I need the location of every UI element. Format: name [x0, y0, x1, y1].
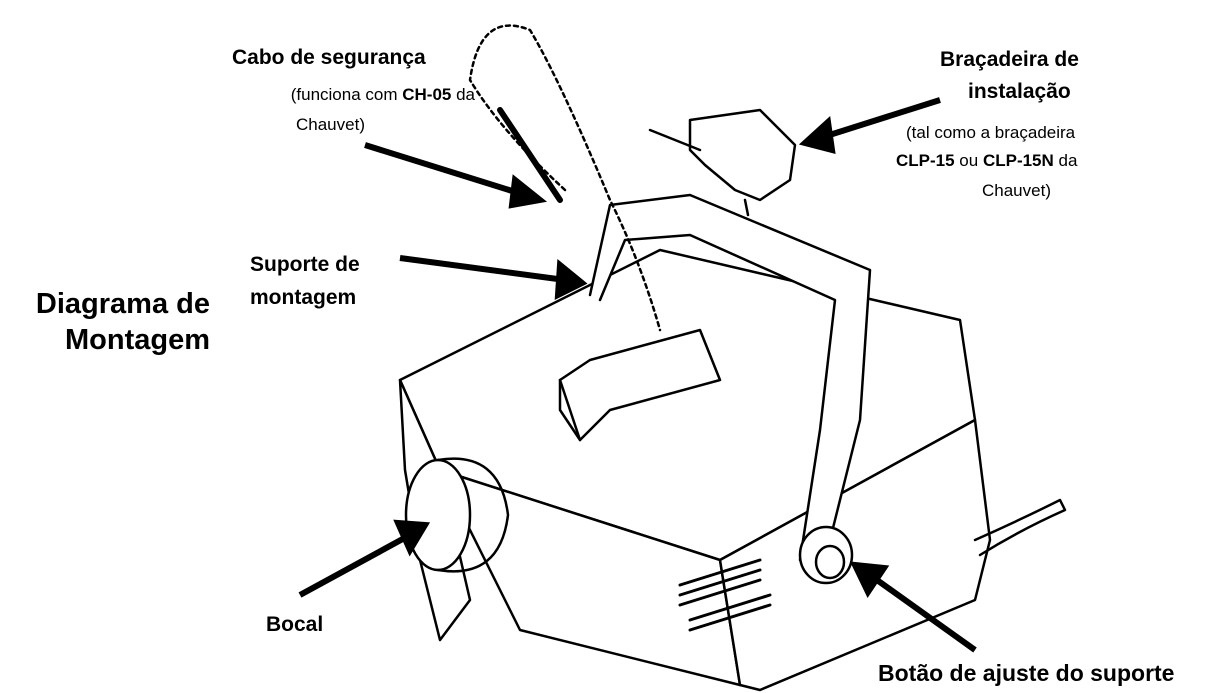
bracket-label-line1: Suporte de [250, 253, 360, 276]
nozzle-shape [404, 458, 472, 572]
clamp-note-line3: Chauvet) [982, 181, 1051, 200]
clamp-note-suffix: da [1053, 151, 1078, 170]
clamp-title-line2: instalação [968, 80, 1071, 103]
clamp-title-line1: Braçadeira de [940, 48, 1079, 71]
bracket-label-line2: montagem [250, 286, 357, 309]
knob-shape [798, 525, 854, 585]
arrow-bracket [399, 255, 566, 283]
safety-cable-note-prefix: (funciona com [290, 85, 403, 104]
safety-cable-note-line2: Chauvet) [296, 115, 365, 134]
knob-label: Botão de ajuste do suporte [878, 660, 1175, 686]
nozzle-label: Bocal [266, 613, 324, 636]
safety-cable-note-model: CH-05 [402, 85, 452, 104]
title-line1: Diagrama de [35, 288, 210, 320]
machine-side [718, 418, 992, 692]
diagram-title: Diagrama de Montagem [10, 286, 210, 358]
safety-cable-title: Cabo de segurança [232, 46, 426, 69]
safety-cable-note-suffix: da [451, 85, 475, 104]
safety-cable-note: (funciona com CH-05 da [205, 82, 475, 108]
safety-cable-loop [468, 24, 662, 332]
arrow-knob [868, 572, 977, 653]
clamp-note-mid: ou [954, 151, 983, 170]
arrow-clamp [819, 97, 941, 141]
arrow-safety-cable [364, 142, 526, 198]
clamp-note-line2: CLP-15 ou CLP-15N da [896, 148, 1077, 174]
clamp-note-line1: (tal como a braçadeira [906, 123, 1076, 142]
arrow-nozzle [298, 532, 412, 598]
clamp-shape [688, 108, 797, 202]
clamp-note-model1: CLP-15 [896, 151, 955, 170]
clamp-note-model2: CLP-15N [982, 151, 1054, 170]
title-line2: Montagem [65, 324, 210, 356]
